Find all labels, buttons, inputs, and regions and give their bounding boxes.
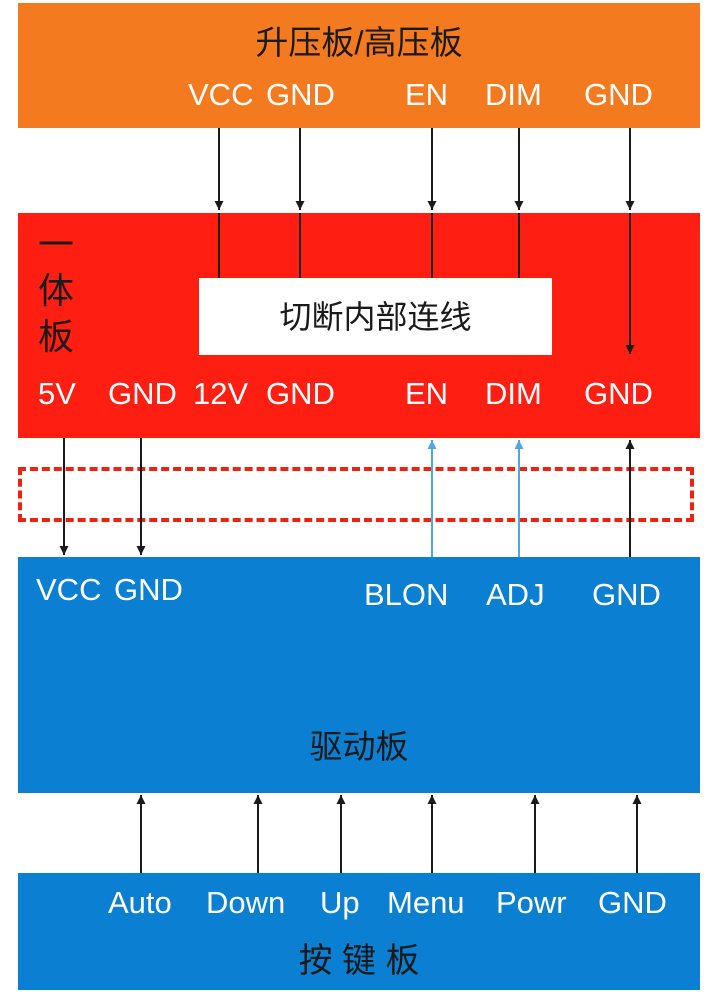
driver-pin-gnd-2: GND — [592, 577, 661, 612]
boost-pin-en: EN — [405, 77, 449, 112]
driver-board — [18, 557, 700, 793]
keypad-pin-auto: Auto — [108, 885, 172, 920]
integrated-pin-gnd: GND — [108, 376, 177, 411]
boost-board-title: 升压板/高压板 — [255, 24, 463, 61]
integrated-pin-dim: DIM — [485, 376, 542, 411]
keypad-pin-down: Down — [206, 885, 286, 920]
integrated-pin-gnd-3: GND — [584, 376, 653, 411]
keypad-pin-gnd: GND — [598, 885, 667, 920]
keypad-board — [18, 873, 700, 990]
boost-pin-vcc: VCC — [188, 77, 254, 112]
integrated-pin-gnd-2: GND — [266, 376, 335, 411]
integrated-board-title: 一 体 板 — [38, 224, 75, 357]
driver-pin-blon: BLON — [364, 577, 449, 612]
boost-pin-dim: DIM — [485, 77, 542, 112]
driver-pin-adj: ADJ — [486, 577, 545, 612]
boost-board — [18, 3, 700, 128]
boost-pin-gnd-2: GND — [584, 77, 653, 112]
keypad-pin-menu: Menu — [387, 885, 465, 920]
integrated-pin-en: EN — [405, 376, 449, 411]
driver-pin-gnd: GND — [114, 572, 183, 607]
keypad-board-title: 按 键 板 — [298, 942, 420, 980]
driver-pin-vcc: VCC — [36, 572, 102, 607]
cut-note-box — [199, 278, 552, 355]
keypad-pin-powr: Powr — [496, 885, 567, 920]
cut-note: 切断内部连线 — [279, 299, 472, 335]
keypad-pin-up: Up — [320, 885, 360, 920]
integrated-pin-5v: 5V — [38, 376, 76, 411]
integrated-pin-12v: 12V — [193, 376, 249, 411]
driver-board-title: 驱动板 — [309, 728, 409, 765]
boost-pin-gnd: GND — [266, 77, 335, 112]
cut-zone-dashed-box — [18, 467, 694, 522]
